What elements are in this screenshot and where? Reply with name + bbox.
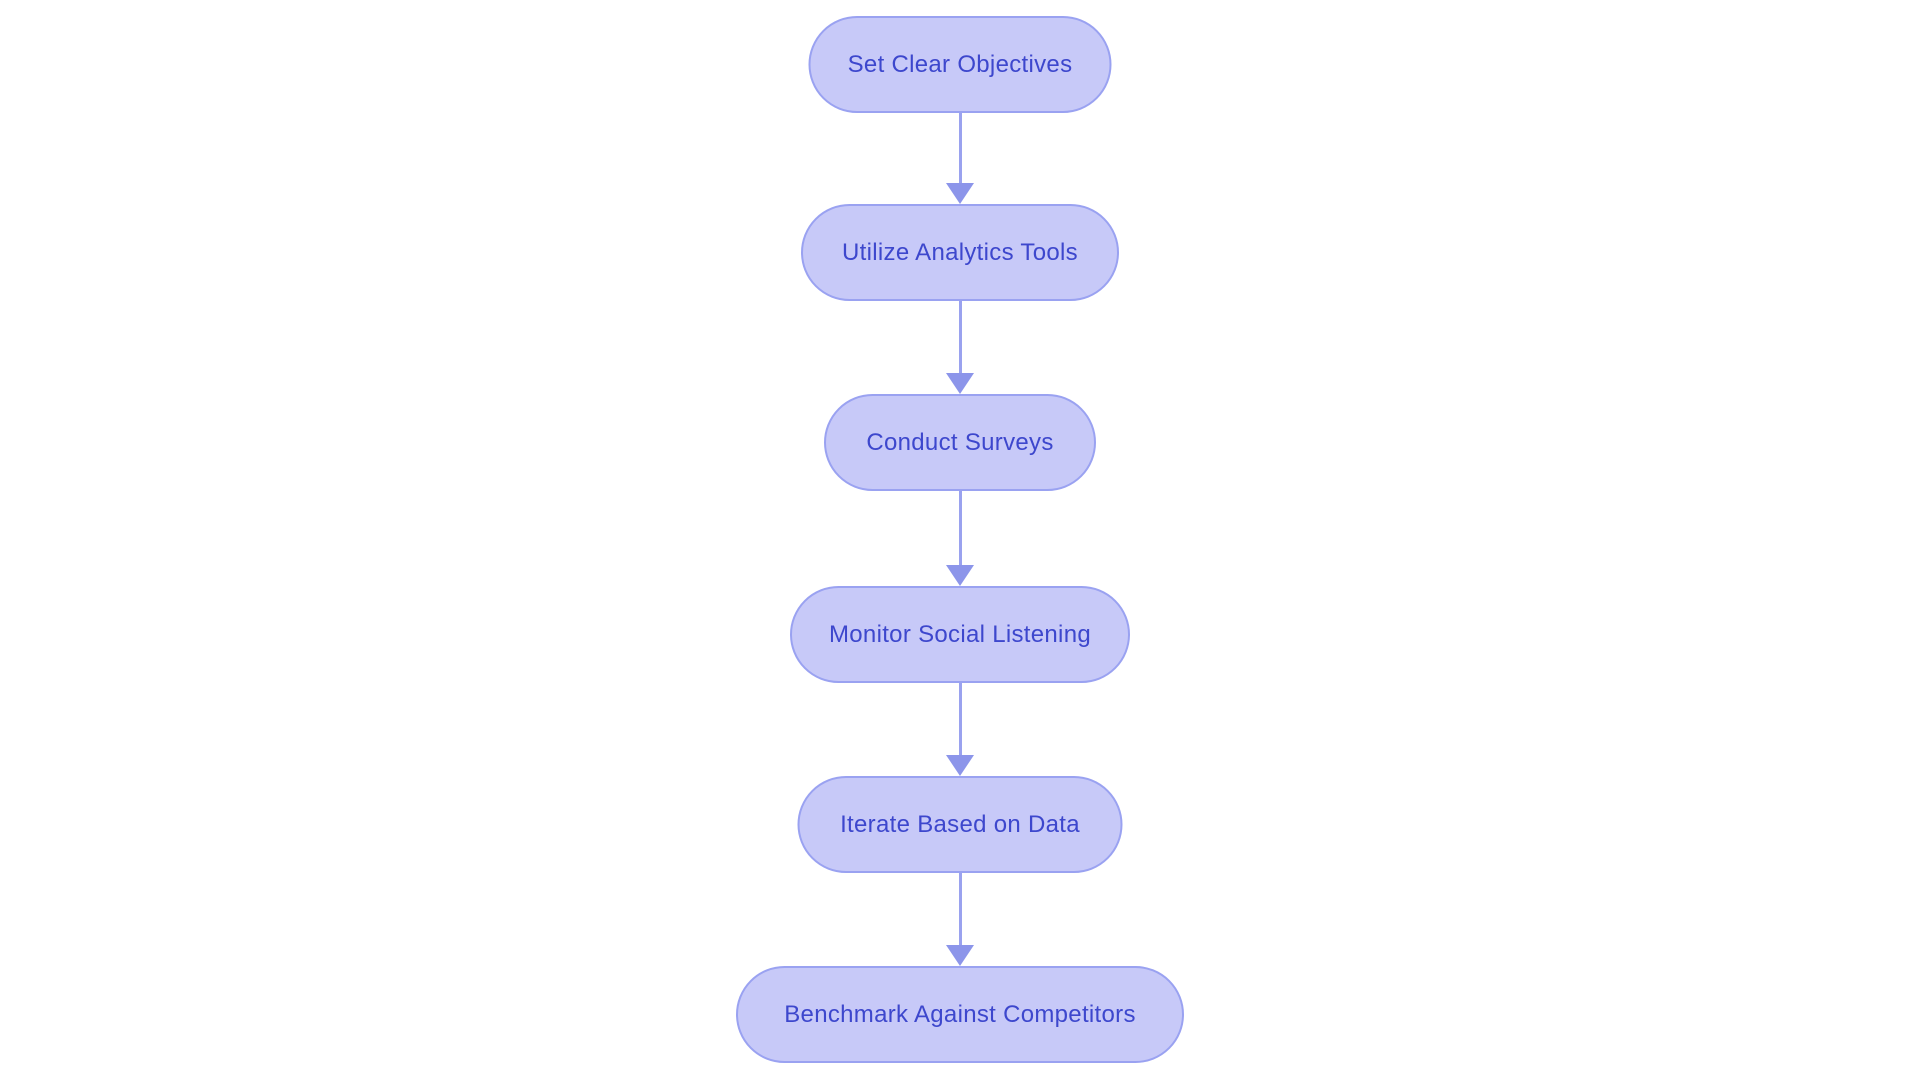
flow-arrow-2: [946, 301, 974, 394]
flow-node-utilize-analytics-tools[interactable]: Utilize Analytics Tools: [801, 204, 1119, 301]
node-label: Benchmark Against Competitors: [784, 1000, 1136, 1028]
node-label: Monitor Social Listening: [828, 620, 1091, 648]
flow-arrow-5: [946, 873, 974, 966]
flow-node-set-clear-objectives[interactable]: Set Clear Objectives: [808, 16, 1112, 113]
arrow-line: [958, 873, 962, 945]
arrow-down-icon: [946, 373, 974, 394]
arrow-down-icon: [946, 565, 974, 586]
arrow-down-icon: [946, 755, 974, 776]
node-label: Iterate Based on Data: [840, 810, 1080, 838]
flow-arrow-1: [946, 113, 974, 204]
node-label: Set Clear Objectives: [847, 50, 1073, 78]
arrow-down-icon: [946, 945, 974, 966]
arrow-line: [958, 113, 962, 183]
arrow-line: [958, 491, 962, 565]
arrow-down-icon: [946, 183, 974, 204]
arrow-line: [958, 301, 962, 373]
flow-node-monitor-social-listening[interactable]: Monitor Social Listening: [790, 586, 1130, 683]
flow-node-benchmark-against-competitors[interactable]: Benchmark Against Competitors: [736, 966, 1184, 1063]
flow-arrow-4: [946, 683, 974, 776]
flow-node-conduct-surveys[interactable]: Conduct Surveys: [824, 394, 1096, 491]
flow-arrow-3: [946, 491, 974, 586]
node-label: Utilize Analytics Tools: [842, 238, 1078, 266]
arrow-line: [958, 683, 962, 755]
node-label: Conduct Surveys: [866, 428, 1054, 456]
flow-node-iterate-based-on-data[interactable]: Iterate Based on Data: [797, 776, 1123, 873]
